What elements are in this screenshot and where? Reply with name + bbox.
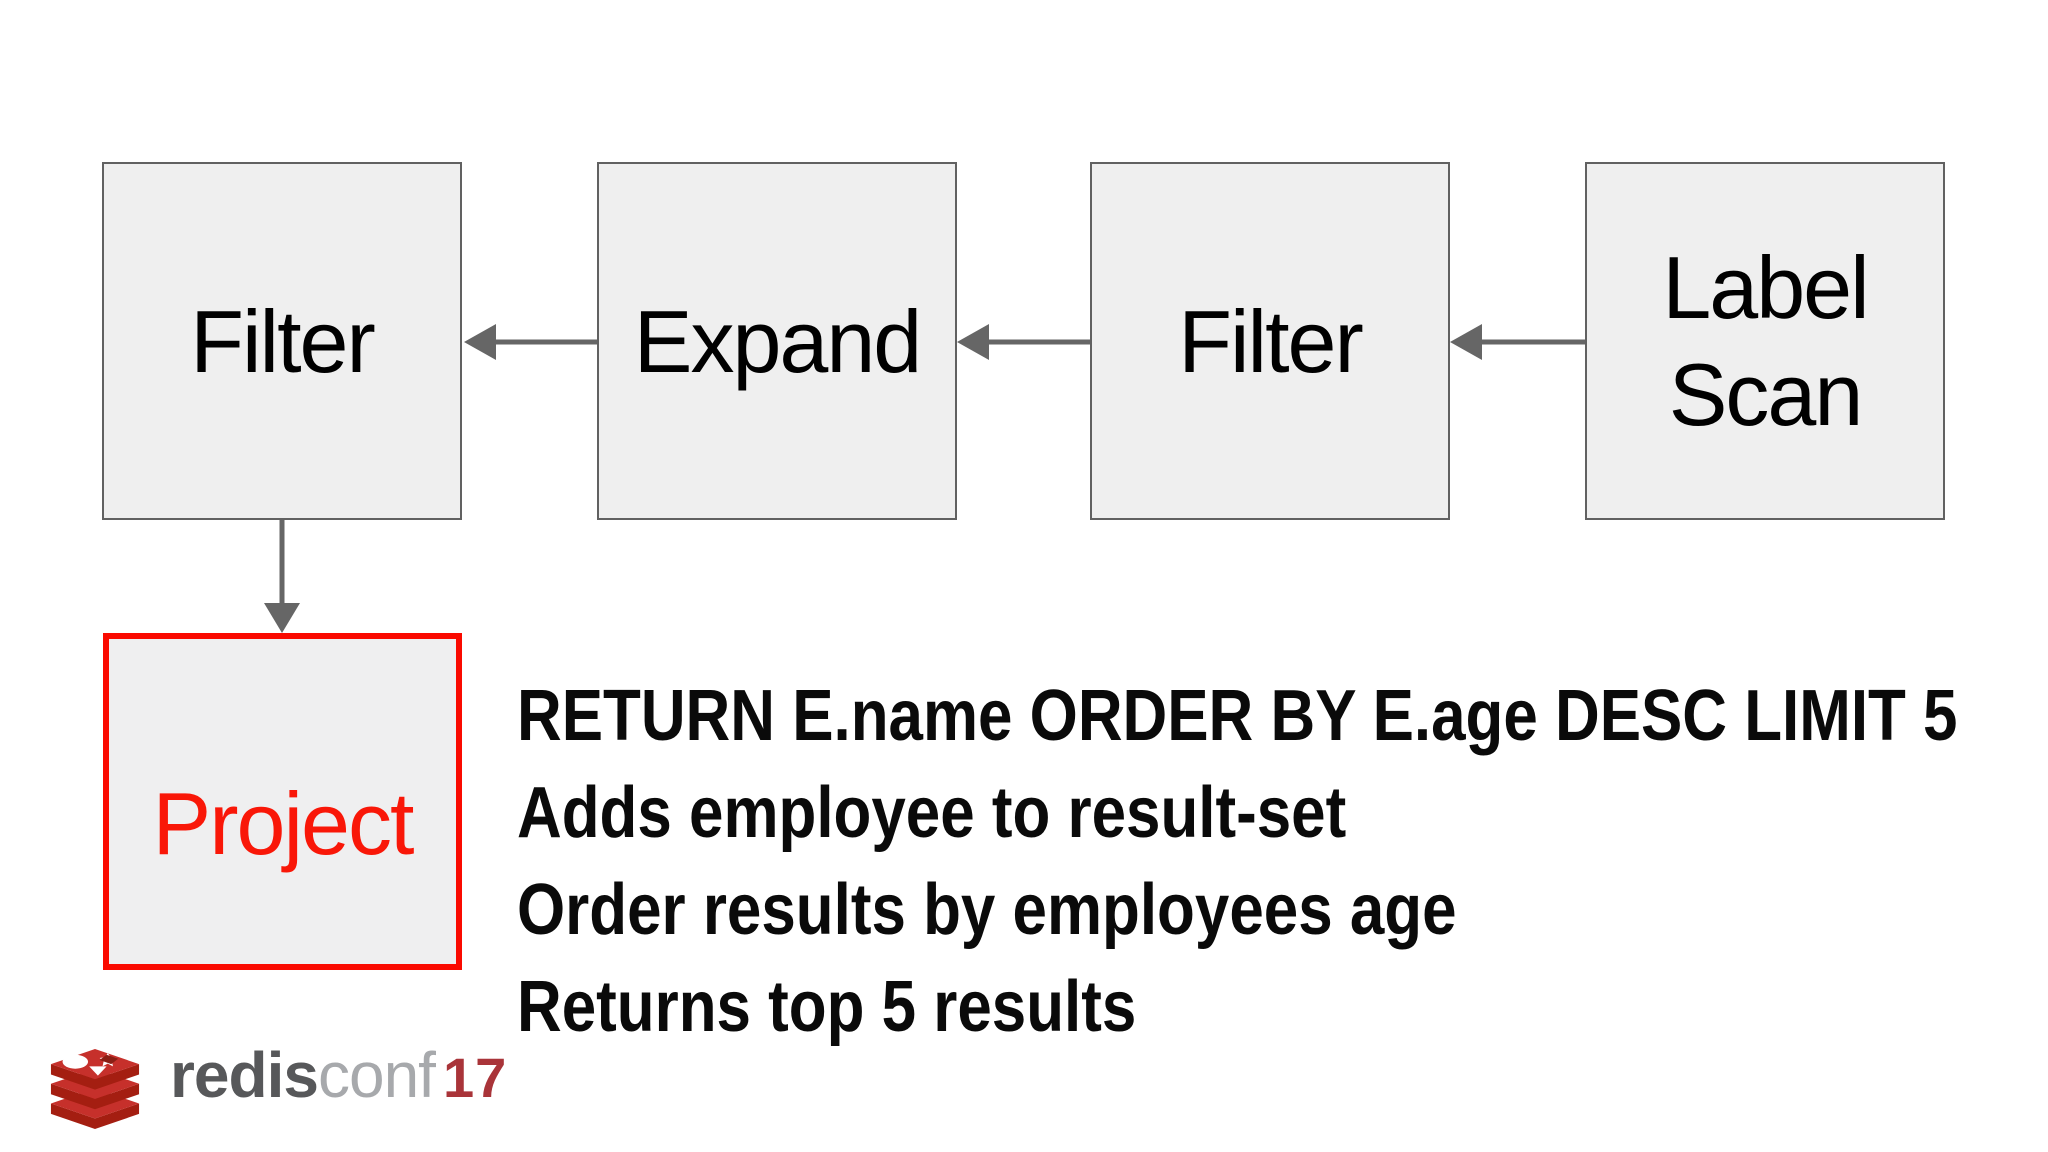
node-expand: Expand bbox=[597, 162, 957, 520]
annotation-query-line: RETURN E.name ORDER BY E.age DESC LIMIT … bbox=[517, 676, 1958, 756]
brand-conf-text: conf bbox=[317, 1039, 436, 1111]
arrow-filter2-to-expand-icon bbox=[957, 324, 1090, 360]
node-filter-2-label: Filter bbox=[1178, 291, 1364, 391]
annotation-line: Adds employee to result-set bbox=[517, 773, 1347, 853]
arrow-expand-to-filter-icon bbox=[464, 324, 597, 360]
node-filter-2: Filter bbox=[1090, 162, 1450, 520]
brand-year-text: 17 bbox=[442, 1046, 508, 1109]
brand-redis-text: redis bbox=[170, 1039, 319, 1111]
node-project: Project bbox=[103, 633, 462, 970]
node-filter-1: Filter bbox=[102, 162, 462, 520]
arrow-filter-to-project-icon bbox=[264, 520, 300, 633]
node-label-scan-label: Label Scan bbox=[1662, 238, 1869, 444]
arrow-labelscan-to-filter2-icon bbox=[1450, 324, 1585, 360]
redis-logo-icon bbox=[50, 1049, 140, 1129]
annotation-line: Order results by employees age bbox=[517, 870, 1457, 950]
node-project-label: Project bbox=[152, 773, 415, 873]
node-filter-1-label: Filter bbox=[190, 291, 376, 391]
node-expand-label: Expand bbox=[633, 291, 922, 391]
annotation-block: RETURN E.name ORDER BY E.age DESC LIMIT … bbox=[517, 668, 2048, 1056]
node-label-scan: Label Scan bbox=[1585, 162, 1945, 520]
annotation-line: Returns top 5 results bbox=[517, 967, 1137, 1047]
